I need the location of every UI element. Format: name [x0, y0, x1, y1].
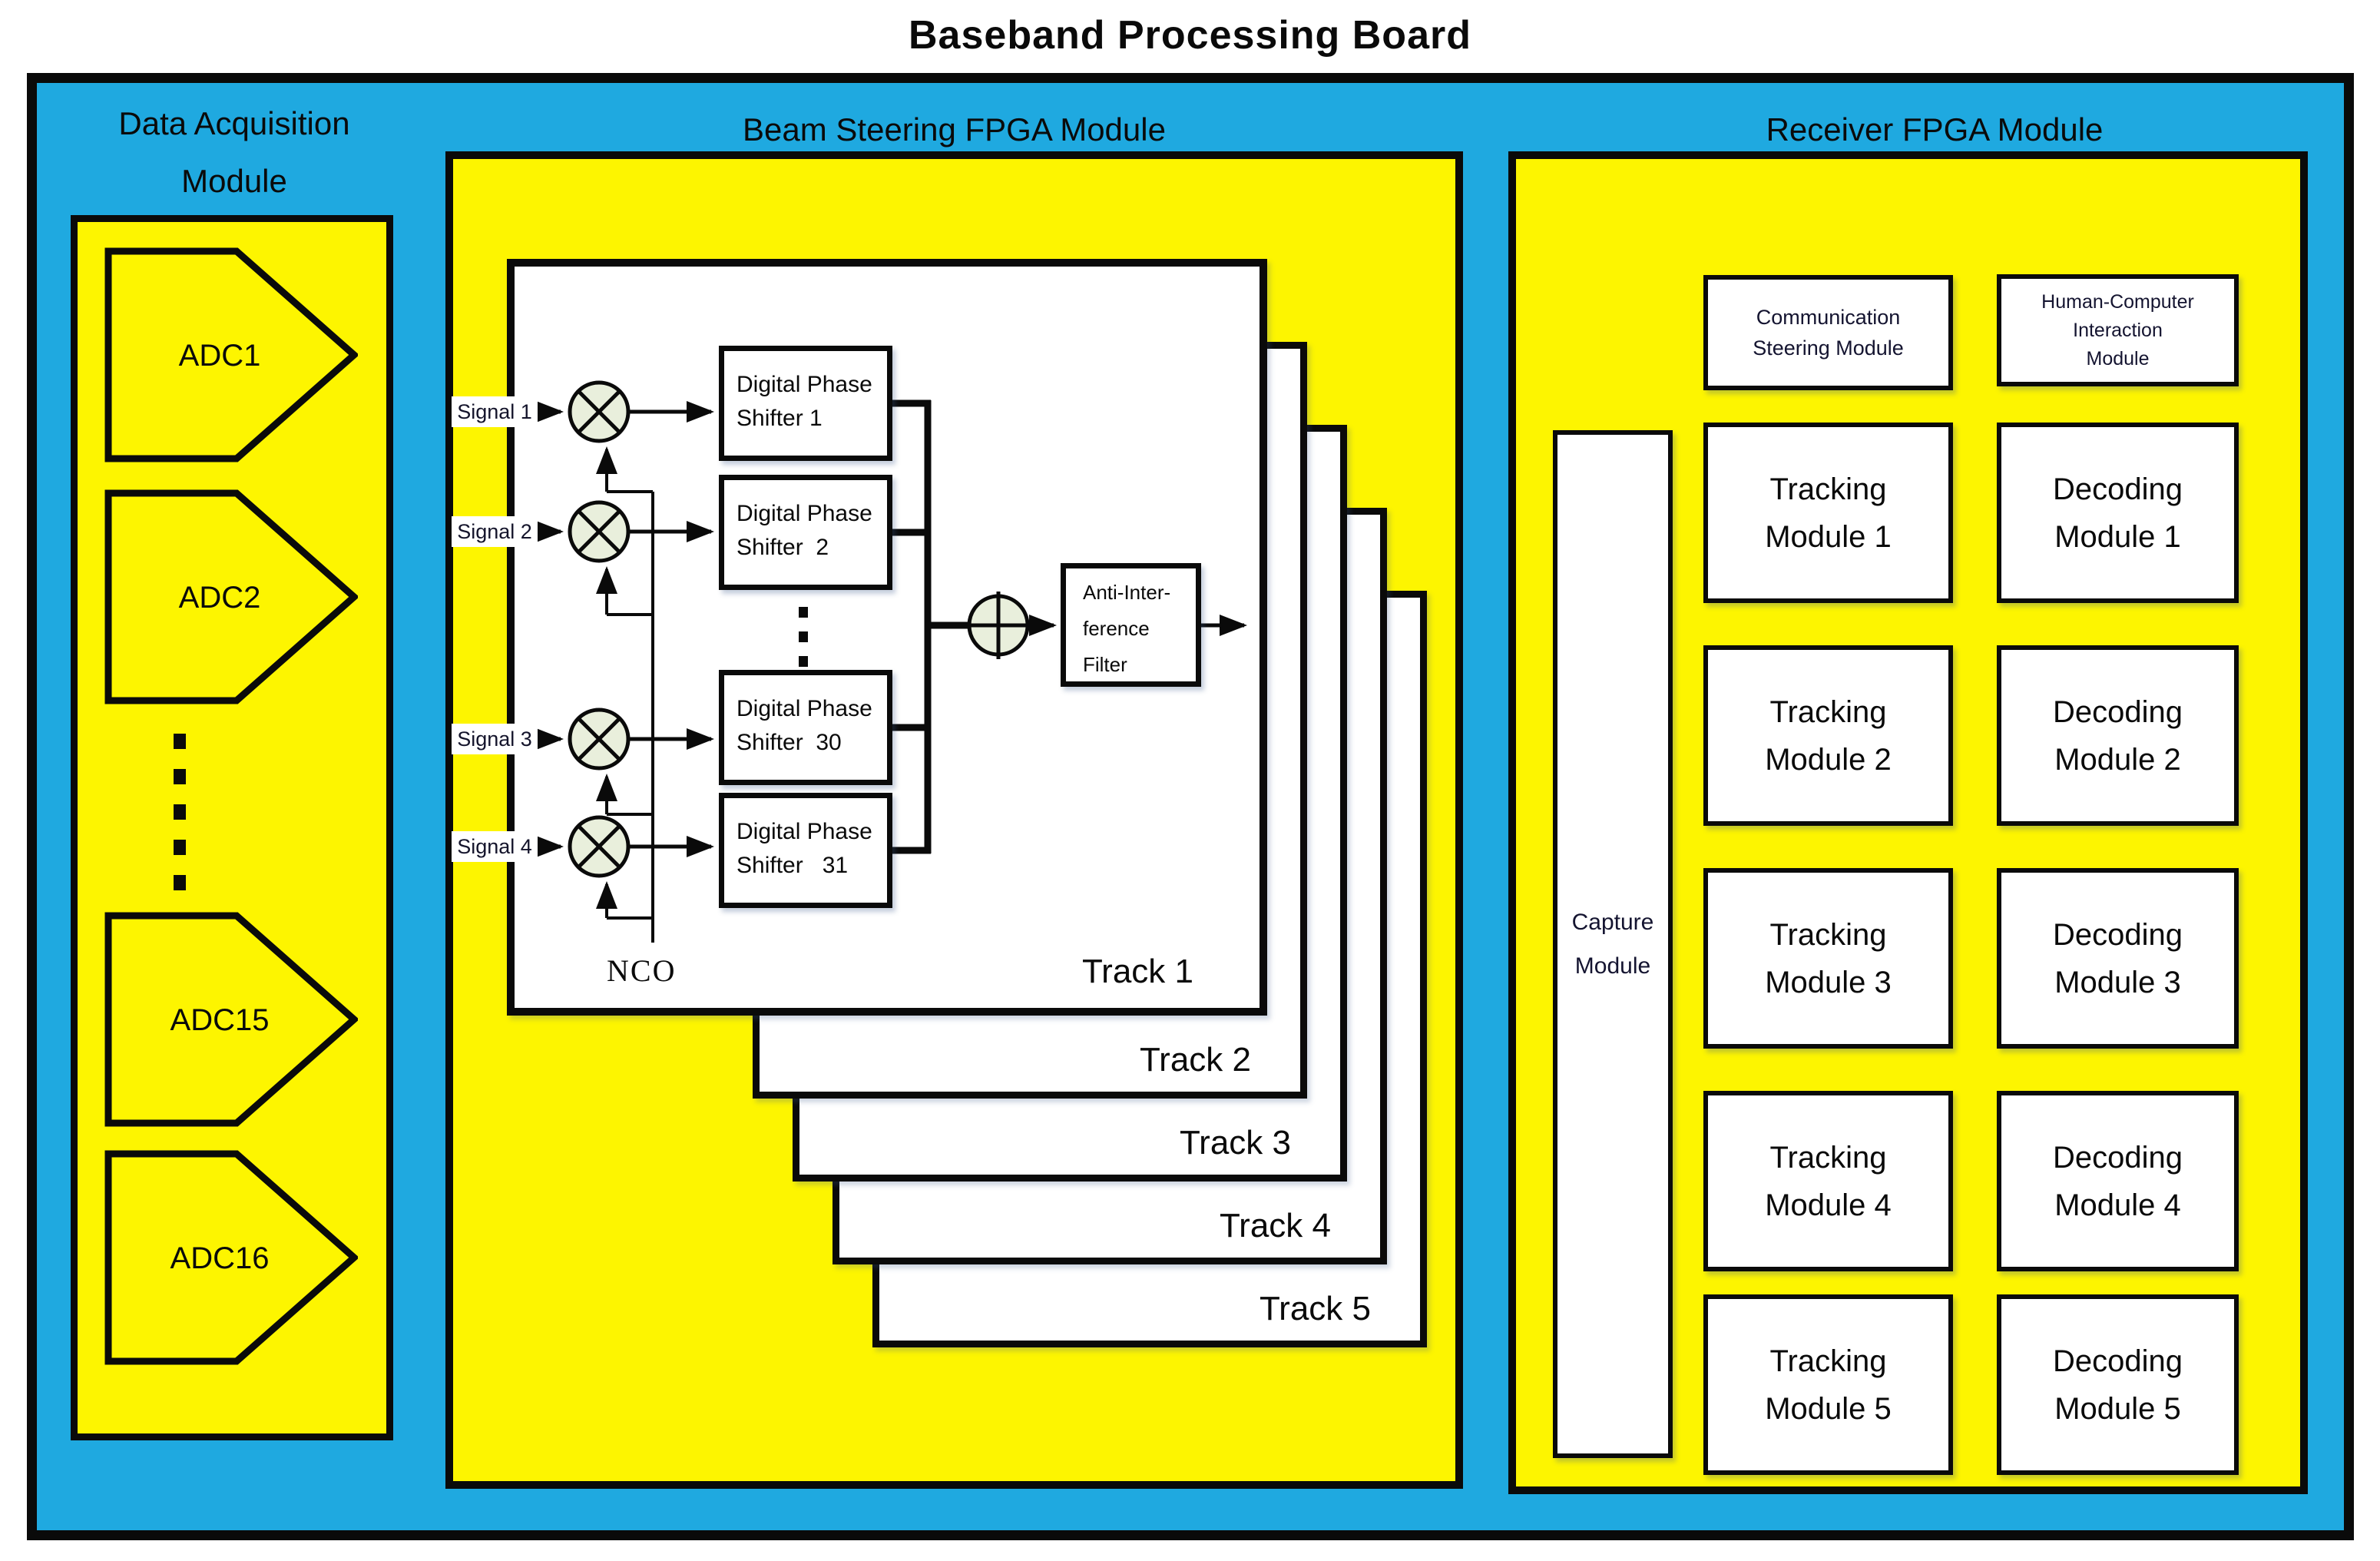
tm-line2: Module 3: [1765, 965, 1892, 999]
filter-label-line1: Anti-Inter-: [1083, 581, 1171, 604]
csm-label-line1: Communication: [1756, 306, 1901, 329]
signal3-label: Signal 3: [452, 724, 538, 754]
daq-heading-line2: Module: [181, 163, 287, 199]
adc-label: ADC16: [170, 1241, 270, 1275]
adc1-block: ADC1: [104, 247, 358, 462]
nco-label: NCO: [607, 953, 677, 988]
page-title: Baseband Processing Board: [909, 13, 1471, 58]
dps-label-line1: Digital Phase: [737, 372, 872, 397]
track-label: Track 3: [1179, 1124, 1291, 1162]
signal4-label: Signal 4: [452, 831, 538, 862]
dm-line1: Decoding: [2052, 694, 2183, 729]
track-label: Track 4: [1219, 1207, 1331, 1244]
adc-arrow-shape: [104, 1150, 358, 1365]
digital-phase-shifter-1-box: Digital Phase Shifter 1: [719, 346, 892, 461]
filter-label-line2: ference: [1083, 617, 1150, 640]
dps-label-line1: Digital Phase: [737, 696, 872, 721]
filter-label-line3: Filter: [1083, 653, 1127, 676]
adc15-block: ADC15: [104, 912, 358, 1127]
tm-line2: Module 5: [1765, 1391, 1892, 1426]
dps-label-line1: Digital Phase: [737, 501, 872, 526]
dm-line2: Module 1: [2054, 519, 2181, 554]
daq-heading-line1: Data Acquisition: [118, 105, 350, 141]
signal1-label: Signal 1: [452, 396, 538, 427]
dm-line1: Decoding: [2052, 917, 2183, 952]
dm-line2: Module 3: [2054, 965, 2181, 999]
dps-label-line2: Shifter 1: [737, 406, 823, 431]
track-label: Track 1: [1081, 953, 1193, 990]
dps-label-line2: Shifter 2: [737, 535, 829, 560]
dps-label-line1: Digital Phase: [737, 819, 872, 844]
csm-label-line2: Steering Module: [1753, 336, 1904, 360]
hci-label-line2: Interaction: [2073, 319, 2163, 341]
adc16-block: ADC16: [104, 1150, 358, 1365]
tm-line1: Tracking: [1769, 694, 1887, 729]
tracking-module-4-box: Tracking Module 4: [1703, 1091, 1953, 1271]
adc-label: ADC15: [170, 1003, 270, 1037]
adc-arrow-shape: [104, 489, 358, 704]
tracking-module-3-box: Tracking Module 3: [1703, 868, 1953, 1049]
adc-arrow-shape: [104, 247, 358, 462]
track-label: Track 2: [1139, 1041, 1251, 1079]
decoding-module-3-box: Decoding Module 3: [1997, 868, 2239, 1049]
dps-label-line2: Shifter 31: [737, 853, 849, 878]
adc2-block: ADC2: [104, 489, 358, 704]
digital-phase-shifter-2-box: Digital Phase Shifter 2: [719, 475, 892, 590]
digital-phase-shifter-31-box: Digital Phase Shifter 31: [719, 793, 892, 908]
dm-line1: Decoding: [2052, 1140, 2183, 1175]
decoding-module-2-box: Decoding Module 2: [1997, 645, 2239, 826]
dm-line2: Module 4: [2054, 1188, 2181, 1222]
tracking-module-2-box: Tracking Module 2: [1703, 645, 1953, 826]
dm-line2: Module 2: [2054, 742, 2181, 777]
dps-label-line2: Shifter 30: [737, 730, 842, 755]
dm-line1: Decoding: [2052, 472, 2183, 506]
hci-label-line1: Human-Computer: [2041, 290, 2194, 313]
adc-arrow-shape: [104, 912, 358, 1127]
capture-label-line1: Capture: [1571, 910, 1654, 935]
capture-module-box: Capture Module: [1553, 430, 1673, 1458]
decoding-module-1-box: Decoding Module 1: [1997, 423, 2239, 603]
tm-line2: Module 1: [1765, 519, 1892, 554]
digital-phase-shifter-30-box: Digital Phase Shifter 30: [719, 670, 892, 785]
decoding-module-4-box: Decoding Module 4: [1997, 1091, 2239, 1271]
tm-line1: Tracking: [1769, 917, 1887, 952]
dm-line1: Decoding: [2052, 1344, 2183, 1378]
capture-label-line2: Module: [1574, 953, 1651, 979]
signal2-label: Signal 2: [452, 516, 538, 547]
track-label: Track 5: [1259, 1290, 1371, 1327]
decoding-module-5-box: Decoding Module 5: [1997, 1294, 2239, 1475]
tm-line1: Tracking: [1769, 472, 1887, 506]
tm-line2: Module 2: [1765, 742, 1892, 777]
human-computer-interaction-module-box: Human-Computer Interaction Module: [1997, 274, 2239, 386]
dm-line2: Module 5: [2054, 1391, 2181, 1426]
adc-label: ADC2: [179, 581, 261, 615]
tracking-module-5-box: Tracking Module 5: [1703, 1294, 1953, 1475]
tm-line1: Tracking: [1769, 1140, 1887, 1175]
tracking-module-1-box: Tracking Module 1: [1703, 423, 1953, 603]
tm-line2: Module 4: [1765, 1188, 1892, 1222]
anti-interference-filter-box: Anti-Inter- ference Filter: [1061, 563, 1201, 687]
beam-steering-heading: Beam Steering FPGA Module: [743, 111, 1166, 147]
adc-label: ADC1: [179, 339, 261, 373]
communication-steering-module-box: Communication Steering Module: [1703, 275, 1953, 390]
receiver-heading: Receiver FPGA Module: [1766, 111, 2104, 147]
tm-line1: Tracking: [1769, 1344, 1887, 1378]
hci-label-line3: Module: [2086, 347, 2150, 370]
